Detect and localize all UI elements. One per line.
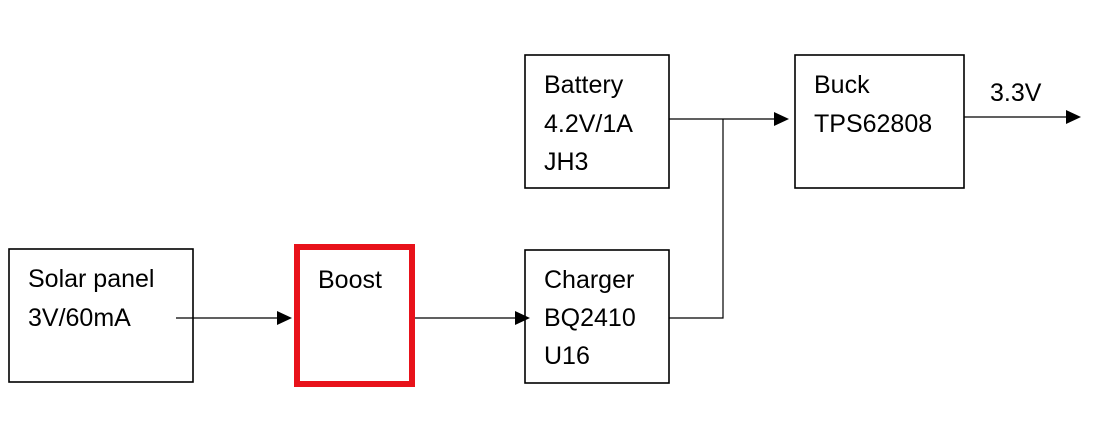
- boost-to-charger-arrowhead: [515, 311, 530, 325]
- charger-part-number: BQ2410: [544, 304, 636, 332]
- battery-spec: 4.2V/1A: [544, 110, 633, 138]
- buck-title: Buck: [814, 71, 870, 99]
- battery-title: Battery: [544, 71, 624, 99]
- charger-designator: U16: [544, 342, 590, 370]
- charger-box: [524, 249, 670, 384]
- buck-part-number: TPS62808: [814, 110, 932, 138]
- buck-block: Buck TPS62808: [794, 54, 965, 189]
- battery-designator: JH3: [544, 148, 588, 176]
- battery-block: Battery 4.2V/1A JH3: [524, 54, 670, 189]
- charger-block: Charger BQ2410 U16: [524, 249, 670, 384]
- output-voltage-label: 3.3V: [990, 79, 1042, 107]
- charger-to-junction-wire: [669, 119, 724, 319]
- charger-title: Charger: [544, 266, 634, 294]
- solar-to-boost-arrowhead: [277, 311, 292, 325]
- battery-box: [524, 54, 670, 189]
- boost-block: Boost: [294, 244, 415, 387]
- buck-box: [794, 54, 965, 189]
- solar-panel-box: [8, 248, 194, 383]
- boost-title: Boost: [318, 266, 382, 294]
- buck-output-arrowhead: [1066, 110, 1081, 124]
- solar-panel-title: Solar panel: [28, 265, 154, 293]
- boost-box-highlighted: [294, 244, 415, 387]
- battery-to-buck-arrowhead: [774, 112, 789, 126]
- solar-panel-block: Solar panel 3V/60mA: [8, 248, 194, 383]
- solar-panel-spec: 3V/60mA: [28, 304, 131, 332]
